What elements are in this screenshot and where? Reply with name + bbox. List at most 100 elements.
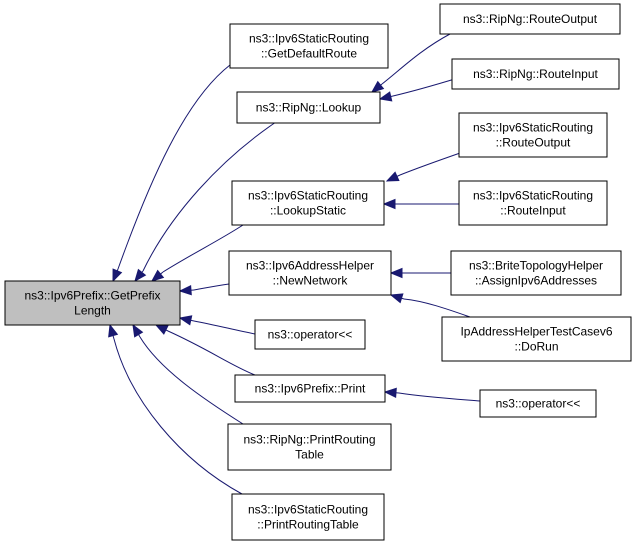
edge-line <box>162 224 244 273</box>
node-box[interactable] <box>234 374 386 403</box>
node-label: ns3::RipNg::Lookup <box>256 101 362 115</box>
node-ripLookup[interactable]: ns3::RipNg::Lookup <box>236 91 381 124</box>
edge-ripRouteOutput-to-ripLookup <box>370 33 451 93</box>
arrowhead-icon <box>389 293 404 304</box>
node-box[interactable] <box>458 112 608 158</box>
node-operatorB[interactable]: ns3::operator<< <box>479 389 597 418</box>
node-getDefaultRoute[interactable]: ns3::Ipv6StaticRouting::GetDefaultRoute <box>229 23 389 69</box>
arrowhead-icon <box>154 324 169 335</box>
node-operatorA[interactable]: ns3::operator<< <box>254 319 366 350</box>
node-lookupStatic[interactable]: ns3::Ipv6StaticRouting::LookupStatic <box>231 180 385 226</box>
node-label: ::NewNetwork <box>273 274 349 288</box>
node-label: ::AssignIpv6Addresses <box>475 274 597 288</box>
node-brite[interactable]: ns3::BriteTopologyHelper::AssignIpv6Addr… <box>450 250 622 296</box>
arrowhead-icon <box>134 268 147 283</box>
edge-line <box>403 298 471 318</box>
edge-prefixPrint-to-root <box>154 324 256 376</box>
node-staticRouteOutput[interactable]: ns3::Ipv6StaticRouting::RouteOutput <box>458 112 608 158</box>
node-label: ns3::operator<< <box>268 328 353 342</box>
node-label: ::DoRun <box>514 340 558 354</box>
arrowhead-icon <box>385 171 400 182</box>
node-box[interactable] <box>229 23 389 69</box>
edge-line <box>193 320 256 335</box>
node-label: ns3::Ipv6StaticRouting <box>473 189 593 203</box>
edge-staticRouteOutput-to-lookupStatic <box>385 151 464 182</box>
edge-getDefaultRoute-to-root <box>112 64 231 283</box>
node-label: ::GetDefaultRoute <box>261 47 357 61</box>
arrowhead-icon <box>178 315 193 326</box>
node-label: ns3::Ipv6Prefix::GetPrefix <box>24 289 160 303</box>
node-label: ns3::Ipv6StaticRouting <box>248 189 368 203</box>
edge-staticRouteInput-to-lookupStatic <box>382 198 459 210</box>
node-box[interactable] <box>231 180 385 226</box>
node-label: ns3::RipNg::RouteInput <box>473 67 598 81</box>
edge-line <box>398 392 481 402</box>
arrowhead-icon <box>383 387 397 399</box>
edge-staticPrintTable-to-root <box>108 323 243 495</box>
edge-line <box>117 64 231 270</box>
node-label: ns3::RipNg::PrintRouting <box>243 433 375 447</box>
arrowhead-icon <box>389 267 403 279</box>
node-ripRouteOutput[interactable]: ns3::RipNg::RouteOutput <box>439 3 621 35</box>
edge-line <box>142 121 277 272</box>
node-box[interactable] <box>231 493 385 541</box>
arrowhead-icon <box>150 269 165 282</box>
node-label: ns3::BriteTopologyHelper <box>469 259 603 273</box>
edge-brite-to-newNetwork <box>389 267 451 279</box>
node-label: ::RouteInput <box>500 204 566 218</box>
node-label: ns3::Ipv6StaticRouting <box>248 503 368 517</box>
arrowhead-icon <box>108 323 119 338</box>
node-box[interactable] <box>254 319 366 350</box>
node-label: ns3::RipNg::RouteOutput <box>463 12 598 26</box>
node-label: ns3::Ipv6Prefix::Print <box>255 382 366 396</box>
node-box[interactable] <box>236 91 381 124</box>
arrowhead-icon <box>382 198 396 210</box>
node-box[interactable] <box>451 58 620 90</box>
edge-operatorB-to-prefixPrint <box>383 387 481 402</box>
node-label: ns3::Ipv6StaticRouting <box>473 121 593 135</box>
node-label: Length <box>74 304 111 318</box>
node-box[interactable] <box>479 389 597 418</box>
node-prefixPrint[interactable]: ns3::Ipv6Prefix::Print <box>234 374 386 403</box>
edge-operatorA-to-root <box>178 315 256 335</box>
node-label: ns3::Ipv6AddressHelper <box>246 259 374 273</box>
edge-line <box>167 330 256 376</box>
node-label: ns3::operator<< <box>496 397 581 411</box>
node-label: ns3::Ipv6StaticRouting <box>249 32 369 46</box>
arrowhead-icon <box>178 284 192 296</box>
arrowhead-icon <box>132 323 144 338</box>
edge-line <box>392 77 459 97</box>
node-box[interactable] <box>439 3 621 35</box>
node-box[interactable] <box>458 180 608 226</box>
edge-line <box>381 33 451 85</box>
node-ipTest[interactable]: IpAddressHelperTestCasev6::DoRun <box>441 316 632 362</box>
edge-newNetwork-to-root <box>178 283 230 296</box>
node-staticPrintTable[interactable]: ns3::Ipv6StaticRouting::PrintRoutingTabl… <box>231 493 385 541</box>
edge-lookupStatic-to-root <box>150 224 244 282</box>
node-newNetwork[interactable]: ns3::Ipv6AddressHelper::NewNetwork <box>228 250 392 296</box>
node-label: ::LookupStatic <box>270 204 346 218</box>
edge-ipTest-to-newNetwork <box>389 293 471 318</box>
node-box[interactable] <box>4 280 181 326</box>
node-box[interactable] <box>441 316 632 362</box>
node-ripRouteInput[interactable]: ns3::RipNg::RouteInput <box>451 58 620 90</box>
edge-ripRouteInput-to-ripLookup <box>378 77 459 102</box>
node-ripPrintTable[interactable]: ns3::RipNg::PrintRoutingTable <box>227 423 392 471</box>
nodes-layer: ns3::Ipv6Prefix::GetPrefixLengthns3::Ipv… <box>4 3 632 541</box>
node-box[interactable] <box>227 423 392 471</box>
edge-line <box>113 338 243 495</box>
edge-line <box>193 283 230 291</box>
node-box[interactable] <box>228 250 392 296</box>
node-staticRouteInput[interactable]: ns3::Ipv6StaticRouting::RouteInput <box>458 180 608 226</box>
node-box[interactable] <box>450 250 622 296</box>
arrowhead-icon <box>378 91 393 102</box>
edge-line <box>139 336 244 425</box>
edge-ripLookup-to-root <box>134 121 277 283</box>
node-label: ::RouteOutput <box>496 136 571 150</box>
arrowhead-icon <box>112 268 123 283</box>
arrowhead-icon <box>370 80 385 93</box>
edge-line <box>399 151 464 176</box>
node-label: IpAddressHelperTestCasev6 <box>460 325 612 339</box>
